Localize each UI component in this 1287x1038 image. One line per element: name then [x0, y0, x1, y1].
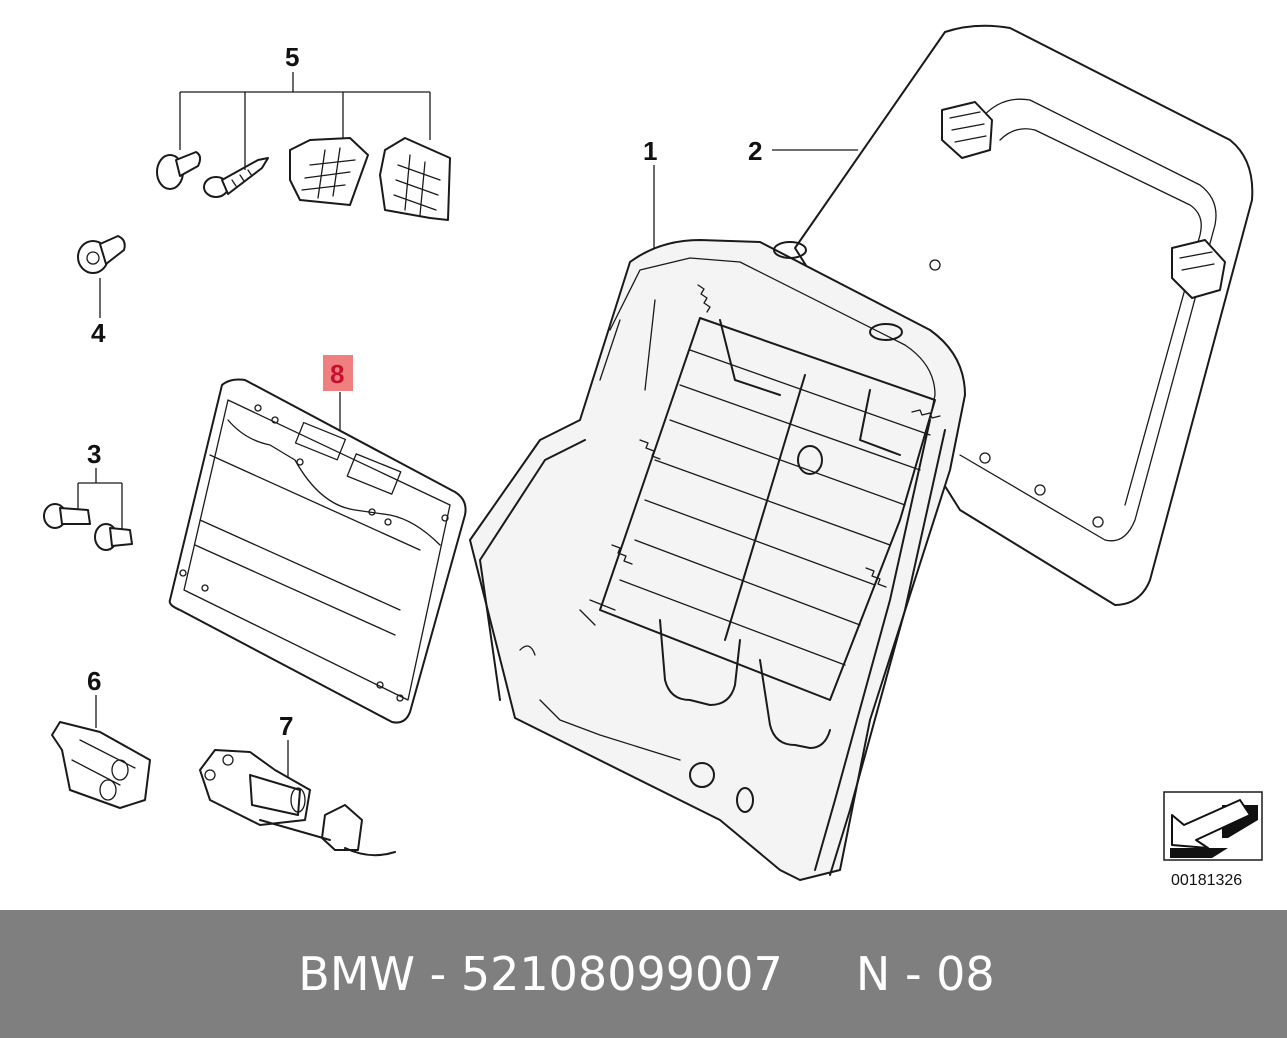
callout-1: 1 — [643, 136, 657, 166]
callout-8-highlight — [323, 355, 353, 391]
part-8-cover-panel — [168, 378, 467, 724]
callout-5: 5 — [285, 42, 299, 72]
part-3-bolts — [43, 503, 133, 551]
part-4-bolt — [77, 235, 126, 274]
part-2-backrest-panel — [794, 24, 1254, 606]
callout-2: 2 — [748, 136, 762, 166]
reference-number: 00181326 — [1171, 872, 1242, 889]
part-6-connector — [51, 721, 151, 809]
leader-lines — [77, 72, 858, 778]
orientation-arrow-icon — [1163, 791, 1263, 861]
parts-diagram: 1 2 3 4 5 6 7 8 00181326 — [43, 24, 1263, 889]
callout-8: 8 — [330, 359, 344, 389]
part-5-clips — [156, 137, 451, 221]
part-1-backrest-frame — [469, 239, 966, 881]
callout-7: 7 — [279, 711, 293, 741]
callout-6: 6 — [87, 666, 101, 696]
callout-3: 3 — [87, 439, 101, 469]
part-7-motor — [199, 749, 396, 857]
part-caption: BMW - 52108099007 N - 08 — [298, 947, 995, 1001]
footer-bar: BMW - 52108099007 N - 08 — [0, 910, 1287, 1038]
callout-4: 4 — [91, 318, 106, 348]
